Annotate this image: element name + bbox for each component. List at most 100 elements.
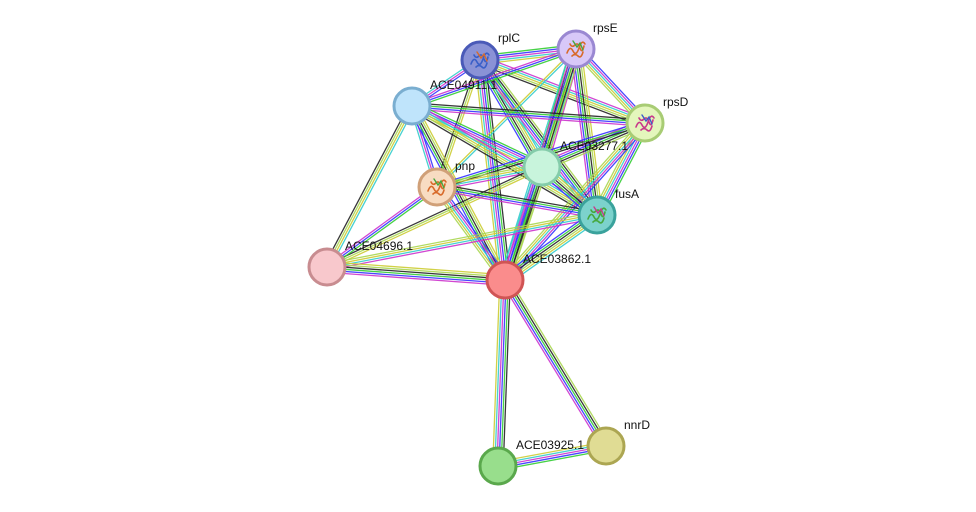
edge-rpsE-ACE04911.1[interactable] (411, 46, 577, 109)
node-circle[interactable] (417, 167, 457, 207)
edge-evidence-line (433, 189, 503, 283)
node-label: ACE03925.1 (516, 438, 584, 452)
protein-structure-icon (635, 114, 655, 132)
node-label: pnp (455, 159, 475, 173)
node-ace03277-1[interactable]: ACE03277.1 (522, 139, 628, 187)
node-label: ACE04696.1 (345, 239, 413, 253)
node-pnp[interactable]: pnp (417, 159, 475, 207)
edge-evidence-line (327, 215, 598, 269)
protein-structure-icon (427, 178, 447, 196)
edge-evidence-line (327, 217, 598, 271)
protein-structure-icon (470, 51, 490, 69)
edge-evidence-line (499, 165, 538, 279)
edge-evidence-line (327, 263, 506, 278)
edge-ACE03277.1-ACE03862.1[interactable] (499, 165, 548, 282)
node-label: rpsD (663, 95, 689, 109)
edge-evidence-line (329, 107, 416, 269)
node-circle[interactable] (307, 247, 347, 287)
node-label: ACE04911.1 (430, 78, 497, 92)
edge-evidence-line (437, 185, 598, 215)
edge-ACE03862.1-ACE03925.1[interactable] (492, 279, 511, 467)
protein-structure-icon (566, 40, 586, 58)
node-circle[interactable] (586, 426, 626, 466)
edge-evidence-line (505, 167, 544, 281)
node-ace04911-1[interactable]: ACE04911.1 (392, 78, 497, 126)
edge-evidence-line (570, 49, 593, 216)
edge-evidence-line (323, 104, 410, 266)
edge-evidence-line (501, 119, 643, 278)
edge-ACE04911.1-ACE04696.1[interactable] (323, 104, 416, 269)
edge-evidence-line (484, 59, 511, 280)
edge-evidence-line (474, 60, 501, 281)
edge-evidence-line (412, 103, 599, 214)
edge-fusA-ACE04696.1[interactable] (326, 211, 598, 271)
edge-evidence-line (325, 105, 412, 267)
edge-evidence-line (326, 211, 597, 265)
edge-evidence-line (326, 186, 438, 268)
edge-evidence-line (412, 102, 646, 121)
edge-evidence-line (502, 280, 605, 448)
node-rpsd[interactable]: rpsD (625, 95, 689, 143)
node-circle[interactable] (478, 446, 518, 486)
edge-evidence-line (481, 57, 601, 214)
edge-evidence-line (415, 103, 510, 279)
edge-evidence-line (325, 164, 542, 266)
protein-structure-icon (587, 206, 607, 224)
edge-evidence-line (492, 279, 501, 466)
edge-evidence-line (504, 279, 607, 447)
edge-ACE04911.1-rpsD[interactable] (411, 102, 646, 127)
edge-evidence-line (326, 166, 543, 268)
edge-pnp-ACE04696.1[interactable] (325, 184, 439, 270)
edge-ACE03277.1-ACE04696.1[interactable] (325, 164, 544, 270)
node-ace03862-1[interactable]: ACE03862.1 (485, 252, 591, 300)
edge-evidence-line (580, 48, 603, 215)
edge-evidence-line (410, 107, 597, 218)
node-ace04696-1[interactable]: ACE04696.1 (307, 239, 413, 287)
node-circle[interactable] (522, 147, 562, 187)
node-nnrd[interactable]: nnrD (586, 418, 650, 466)
node-rplc[interactable]: rplC (460, 31, 520, 80)
edge-evidence-line (498, 280, 507, 467)
edge-evidence-line (326, 271, 505, 286)
node-fusa[interactable]: fusA (577, 187, 639, 235)
edge-evidence-line (411, 48, 577, 107)
node-circle[interactable] (556, 29, 596, 69)
edge-evidence-line (508, 277, 611, 445)
edge-evidence-line (439, 184, 509, 278)
edge-rpsE-pnp[interactable] (435, 47, 578, 189)
node-circle[interactable] (392, 86, 432, 126)
edge-rpsE-fusA[interactable] (570, 48, 603, 216)
node-label: rplC (498, 31, 520, 45)
edges-layer (323, 44, 651, 471)
node-label: ACE03277.1 (560, 139, 628, 153)
node-circle[interactable] (625, 103, 665, 143)
edge-ACE03862.1-nnrD[interactable] (500, 277, 611, 449)
edge-evidence-line (413, 101, 545, 164)
node-label: ACE03862.1 (523, 252, 591, 266)
node-rpse[interactable]: rpsE (556, 21, 618, 69)
edge-evidence-line (503, 166, 542, 280)
node-circle[interactable] (460, 40, 500, 80)
edge-evidence-line (437, 183, 598, 213)
edge-evidence-line (507, 167, 546, 282)
edge-evidence-line (411, 105, 598, 216)
edge-pnp-fusA[interactable] (436, 183, 598, 219)
edge-evidence-line (496, 279, 505, 466)
edge-evidence-line (501, 165, 540, 280)
edge-evidence-line (502, 280, 511, 467)
edge-evidence-line (327, 106, 414, 268)
edge-evidence-line (500, 281, 603, 449)
edge-evidence-line (494, 279, 503, 466)
edge-evidence-line (437, 49, 578, 189)
node-label: fusA (615, 187, 639, 201)
node-circle[interactable] (577, 195, 617, 235)
edge-evidence-line (507, 125, 649, 284)
edge-evidence-line (327, 188, 439, 270)
edge-rpsD-ACE03862.1[interactable] (501, 119, 649, 284)
edge-evidence-line (500, 280, 509, 467)
edge-evidence-line (483, 56, 602, 213)
node-circle[interactable] (485, 260, 525, 300)
node-ace03925-1[interactable]: ACE03925.1 (478, 438, 584, 486)
edge-ACE04696.1-ACE03862.1[interactable] (326, 261, 506, 286)
nodes-layer: rplC rpsE ACE04911.1 rpsD ACE03277.1 pnp fusA A… (307, 21, 689, 486)
